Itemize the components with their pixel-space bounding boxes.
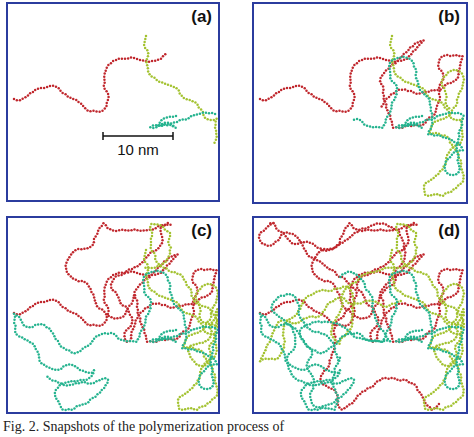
polymer-chains [13, 222, 219, 411]
chain-dots [143, 223, 219, 411]
chain-dots [143, 35, 218, 144]
panel-frame: (b) [252, 2, 468, 204]
chain-dots [149, 111, 216, 129]
panel-frame: (d) [252, 216, 468, 414]
polymer-chains [258, 222, 465, 411]
chain-dots [13, 53, 167, 113]
chain-dots [353, 56, 465, 177]
chain-dots [259, 223, 465, 411]
chain-dots [13, 222, 218, 343]
figure-caption: Fig. 2. Snapshots of the polymerization … [3, 419, 284, 434]
polymer-chains [13, 35, 218, 144]
chain-dots [259, 39, 464, 129]
polymer-chains [259, 35, 465, 197]
chain-dots [259, 270, 465, 412]
chain-dots [389, 35, 465, 197]
panel-label: (d) [438, 222, 460, 241]
panel-label: (c) [191, 222, 212, 241]
panel-label: (a) [191, 8, 212, 27]
scale-bar [103, 132, 173, 140]
chain-dots [13, 270, 219, 412]
chain-dots [258, 222, 464, 411]
panel-frame: (a) [6, 2, 220, 202]
panel-frame: (c) [6, 216, 220, 414]
scale-label: 10 nm [117, 142, 159, 159]
panel-label: (b) [438, 8, 460, 27]
